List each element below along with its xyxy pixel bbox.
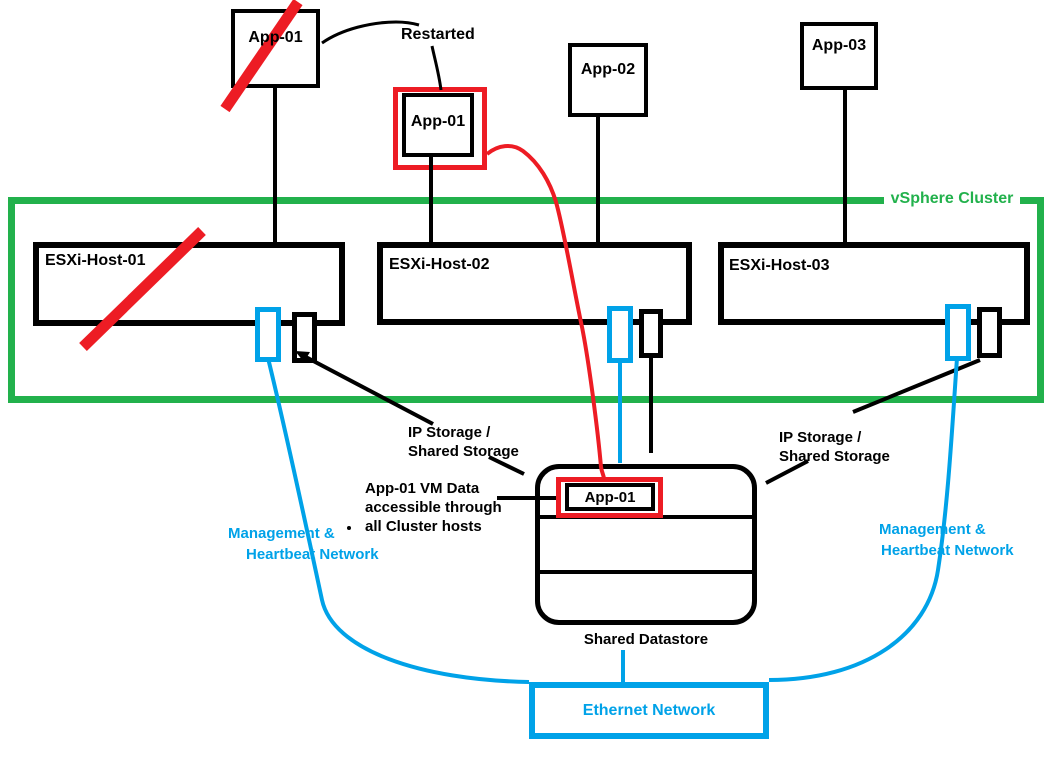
datastore-divider-2 bbox=[538, 570, 754, 574]
mgmt-network-right-line2: Heartbeat Network bbox=[881, 542, 1014, 559]
vm-to-host-connector-lines bbox=[273, 86, 847, 246]
ip-storage-right-label: IP Storage / Shared Storage bbox=[779, 428, 890, 466]
ip-storage-right-line1: IP Storage / bbox=[779, 429, 862, 446]
esxi-host-02-label: ESXi-Host-02 bbox=[389, 256, 490, 273]
mgmt-network-right-line1: Management & bbox=[879, 521, 986, 538]
vm-data-note-line1: App-01 VM Data bbox=[365, 480, 480, 497]
datastore-vm-label: App-01 bbox=[584, 488, 636, 506]
vm-app01-failed-label: App-01 bbox=[248, 29, 303, 46]
storage-pointer-lines bbox=[301, 353, 981, 500]
failure-slashes bbox=[79, 0, 303, 351]
vsphere-cluster-border bbox=[8, 197, 1044, 403]
mgmt-network-left-line1: Management & bbox=[228, 525, 335, 542]
vm-app02-box bbox=[568, 43, 648, 117]
vm-app01-restarted-label: App-01 bbox=[410, 113, 466, 130]
ip-storage-left-line1: IP Storage / bbox=[408, 424, 491, 441]
storage-pointer-arrowhead bbox=[295, 351, 310, 362]
vm-app03-box bbox=[800, 22, 878, 90]
host2-management-nic bbox=[607, 306, 633, 363]
restarted-annotation-connectors bbox=[321, 20, 443, 91]
host1-management-nic bbox=[255, 307, 281, 362]
datastore-vm-box: App-01 bbox=[565, 483, 655, 511]
ethernet-network-label: Ethernet Network bbox=[582, 702, 716, 719]
esxi-host-03-box bbox=[718, 242, 1030, 325]
vm-app02-label: App-02 bbox=[580, 61, 636, 78]
ip-storage-left-line2: Shared Storage bbox=[408, 443, 519, 460]
stray-dot bbox=[347, 526, 351, 530]
host2-storage-nic bbox=[639, 309, 663, 358]
host3-storage-nic bbox=[977, 307, 1002, 358]
esxi-host-01-label: ESXi-Host-01 bbox=[45, 252, 146, 269]
vm-app01-restarted-box bbox=[402, 93, 474, 157]
ip-storage-right-line2: Shared Storage bbox=[779, 448, 890, 465]
shared-datastore-label: Shared Datastore bbox=[583, 631, 709, 648]
esxi-host-03-label: ESXi-Host-03 bbox=[729, 257, 830, 274]
mgmt-network-left-line2: Heartbeat Network bbox=[246, 546, 379, 563]
host3-management-nic bbox=[945, 304, 971, 361]
vm-data-note: App-01 VM Data accessible through all Cl… bbox=[365, 479, 502, 536]
ip-storage-left-label: IP Storage / Shared Storage bbox=[408, 423, 519, 461]
shared-datastore-box bbox=[535, 464, 757, 625]
ethernet-network-box: Ethernet Network bbox=[529, 682, 769, 739]
vsphere-cluster-label: vSphere Cluster bbox=[884, 189, 1020, 210]
vm-data-note-line2: accessible through bbox=[365, 499, 502, 516]
esxi-host-02-box bbox=[377, 242, 692, 325]
vm-data-note-line3: all Cluster hosts bbox=[365, 518, 482, 535]
vm-app03-label: App-03 bbox=[811, 37, 867, 54]
datastore-vm-highlight-box bbox=[556, 477, 663, 518]
restarted-label: Restarted bbox=[401, 26, 475, 43]
vm-restart-migration-line bbox=[485, 144, 606, 480]
management-network-lines bbox=[266, 357, 959, 685]
